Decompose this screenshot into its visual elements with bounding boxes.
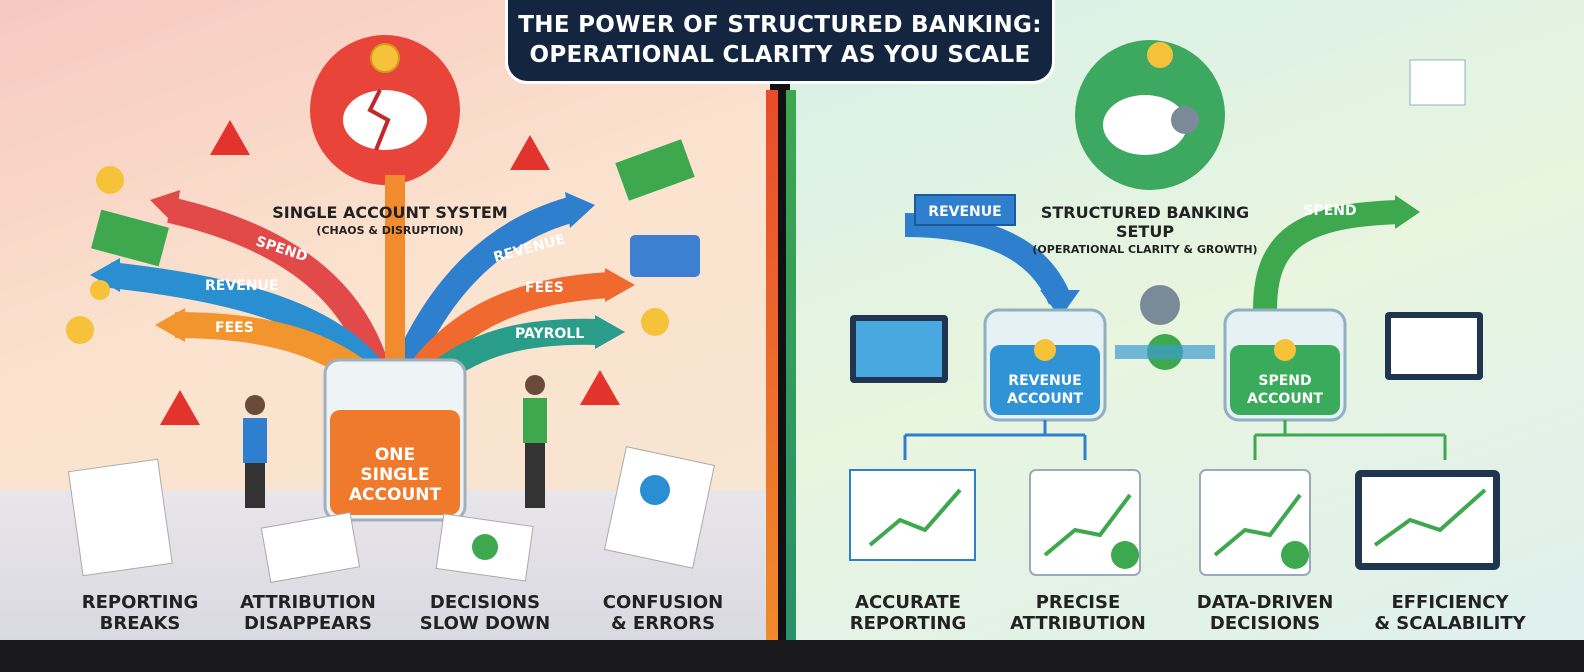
- arrow-label-revenue-in: REVENUE: [928, 204, 1001, 220]
- right-heading: STRUCTURED BANKING SETUP (OPERATIONAL CL…: [1020, 203, 1270, 256]
- arrow-label-payroll: PAYROLL: [515, 326, 584, 342]
- connector-lines: [903, 420, 1447, 460]
- jar-label-line3: ACCOUNT: [349, 485, 442, 505]
- monitors: [850, 59, 1483, 383]
- spend-account-line2: ACCOUNT: [1247, 391, 1323, 407]
- broken-reports: [67, 446, 716, 583]
- illustration: SPEND REVENUE FEES REVENUE FEES PAYROLL …: [66, 35, 1500, 583]
- outcome-confusion-errors: CONFUSION& ERRORS: [602, 592, 724, 634]
- jar-label-line2: SINGLE: [360, 465, 429, 485]
- gear-icon: [1171, 106, 1199, 134]
- revenue-account-line1: REVENUE: [1008, 373, 1081, 389]
- arrow-label-spend-out: SPEND: [1303, 203, 1356, 219]
- jar-label-line1: ONE: [375, 445, 415, 465]
- piggy-bank-icon: [1103, 95, 1187, 155]
- right-heading-title: STRUCTURED BANKING SETUP: [1040, 203, 1250, 241]
- warning-icons: [160, 120, 620, 425]
- title-line1: THE POWER OF STRUCTURED BANKING:: [518, 12, 1042, 38]
- left-heading: SINGLE ACCOUNT SYSTEM (CHAOS & DISRUPTIO…: [240, 203, 540, 237]
- divider-green: [786, 90, 796, 640]
- arrow-spend-out: [1253, 200, 1401, 311]
- outcome-efficiency-scalability: EFFICIENCY& SCALABILITY: [1374, 592, 1526, 634]
- coin-icon: [370, 43, 400, 73]
- arrow-label-fees: FEES: [215, 320, 254, 336]
- bottom-bar: [0, 640, 1584, 672]
- outcome-charts: [849, 469, 1500, 576]
- credit-card-icon: [630, 235, 700, 277]
- arrow-label-revenue: REVENUE: [205, 278, 278, 294]
- divider-orange: [766, 90, 778, 640]
- arrow-label-fees-2: FEES: [525, 280, 564, 296]
- arrow-revenue-right: [387, 197, 574, 385]
- right-heading-subtitle: (OPERATIONAL CLARITY & GROWTH): [1032, 243, 1258, 256]
- confused-people: [243, 375, 547, 508]
- structured-flow-arrows: [904, 200, 1401, 311]
- coins-and-cash: [66, 139, 700, 344]
- arrow-revenue-in: [904, 213, 1072, 305]
- gear-icon-center: [1140, 285, 1180, 325]
- left-heading-subtitle: (CHAOS & DISRUPTION): [316, 224, 464, 237]
- page-title: THE POWER OF STRUCTURED BANKING: OPERATI…: [505, 0, 1055, 84]
- spend-account-jar: SPEND ACCOUNT: [1223, 308, 1347, 422]
- left-heading-title: SINGLE ACCOUNT SYSTEM: [272, 203, 508, 222]
- title-line2: OPERATIONAL CLARITY AS YOU SCALE: [529, 42, 1031, 68]
- spend-account-line1: SPEND: [1258, 373, 1311, 389]
- revenue-account-line2: ACCOUNT: [1007, 391, 1083, 407]
- revenue-account-jar: REVENUE ACCOUNT: [983, 308, 1107, 422]
